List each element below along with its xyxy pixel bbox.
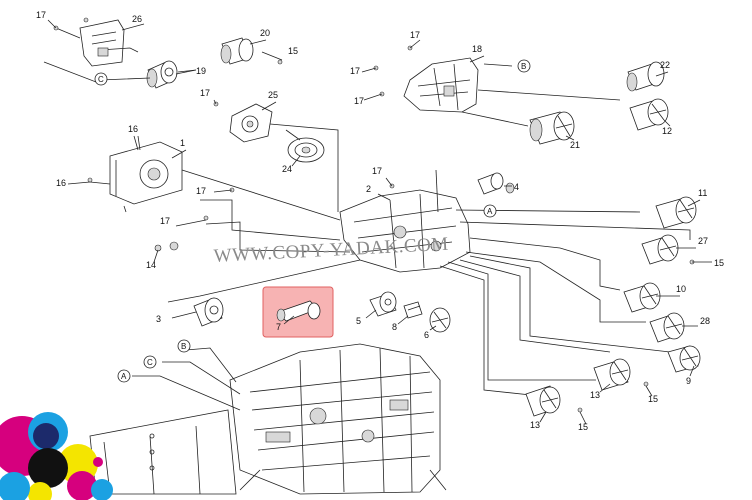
ref-letter-b: B — [181, 342, 186, 351]
part-24-gear[interactable] — [287, 137, 325, 163]
ref-letter-a: A — [487, 207, 493, 216]
callout-8: 8 — [392, 322, 397, 332]
callout-11: 11 — [698, 188, 707, 198]
part-14-screw[interactable] — [154, 241, 179, 252]
callout-26: 26 — [132, 14, 142, 24]
ref-letter-c: C — [98, 75, 104, 84]
callout-25: 25 — [268, 90, 278, 100]
part-5-roller[interactable] — [369, 291, 397, 317]
part-8-clip[interactable] — [403, 301, 423, 319]
callout-17: 17 — [354, 96, 364, 106]
part-13-roller-upper[interactable] — [593, 358, 631, 391]
callout-6: 6 — [424, 330, 429, 340]
callout-17: 17 — [372, 166, 382, 176]
callout-28: 28 — [700, 316, 710, 326]
callout-7: 7 — [276, 322, 281, 332]
ref-letter-a: A — [121, 372, 127, 381]
part-7-roller[interactable] — [276, 300, 321, 322]
callout-13: 13 — [590, 390, 600, 400]
ref-circle-b — [517, 59, 531, 73]
callout-27: 27 — [698, 236, 708, 246]
part-22-roller[interactable] — [626, 61, 665, 92]
part-4-bushing[interactable] — [477, 172, 515, 195]
part-19-roller[interactable] — [146, 60, 178, 89]
part-1-motor[interactable] — [109, 141, 183, 213]
part-20-roller[interactable] — [220, 37, 254, 65]
part-9-roller[interactable] — [667, 345, 701, 373]
callout-20: 20 — [260, 28, 270, 38]
callout-4: 4 — [514, 182, 519, 192]
ref-letter-b: B — [521, 62, 526, 71]
part-13-roller-lower[interactable] — [525, 385, 561, 417]
part-18-frame[interactable] — [403, 57, 479, 113]
callout-9: 9 — [686, 376, 691, 386]
callout-15: 15 — [578, 422, 588, 432]
callout-16: 16 — [128, 124, 138, 134]
callout-15: 15 — [288, 46, 298, 56]
machine-side-panel[interactable] — [89, 409, 237, 495]
callout-14: 14 — [146, 260, 156, 270]
logo-graphic — [0, 412, 113, 500]
part-11-roller[interactable] — [655, 196, 697, 229]
callout-17: 17 — [160, 216, 170, 226]
part-28-roller[interactable] — [649, 312, 685, 343]
part-3-roller[interactable] — [193, 297, 224, 327]
callout-10: 10 — [676, 284, 686, 294]
callout-2: 2 — [366, 184, 371, 194]
ref-letter-c: C — [147, 358, 153, 367]
callout-16: 16 — [56, 178, 66, 188]
ref-circle-a — [117, 369, 131, 383]
callout-17: 17 — [410, 30, 420, 40]
part-25-gear-assembly[interactable] — [229, 103, 273, 143]
callout-17: 17 — [350, 66, 360, 76]
callout-15: 15 — [714, 258, 724, 268]
callout-22: 22 — [660, 60, 670, 70]
part-2-main-frame[interactable] — [339, 169, 471, 273]
part-26-bracket[interactable] — [79, 19, 139, 67]
callout-17: 17 — [196, 186, 206, 196]
machine-lower-body[interactable] — [229, 343, 447, 495]
callout-13: 13 — [530, 420, 540, 430]
part-27-roller[interactable] — [641, 234, 679, 265]
callout-5: 5 — [356, 316, 361, 326]
callout-12: 12 — [662, 126, 672, 136]
ref-circle-c — [143, 355, 157, 369]
ref-circle-b — [177, 339, 191, 353]
part-6-roller[interactable] — [429, 307, 451, 333]
callout-21: 21 — [570, 140, 580, 150]
callout-24: 24 — [282, 164, 292, 174]
part-10-roller[interactable] — [623, 282, 661, 313]
part-21-roller[interactable] — [529, 111, 575, 145]
ref-circle-c — [94, 72, 108, 86]
callout-18: 18 — [472, 44, 482, 54]
callout-17: 17 — [36, 10, 46, 20]
ref-circle-a — [483, 204, 497, 218]
part-12-roller[interactable] — [629, 98, 669, 131]
callout-1: 1 — [180, 138, 185, 148]
callout-19: 19 — [196, 66, 206, 76]
callout-17: 17 — [200, 88, 210, 98]
callout-15: 15 — [648, 394, 658, 404]
callout-3: 3 — [156, 314, 161, 324]
